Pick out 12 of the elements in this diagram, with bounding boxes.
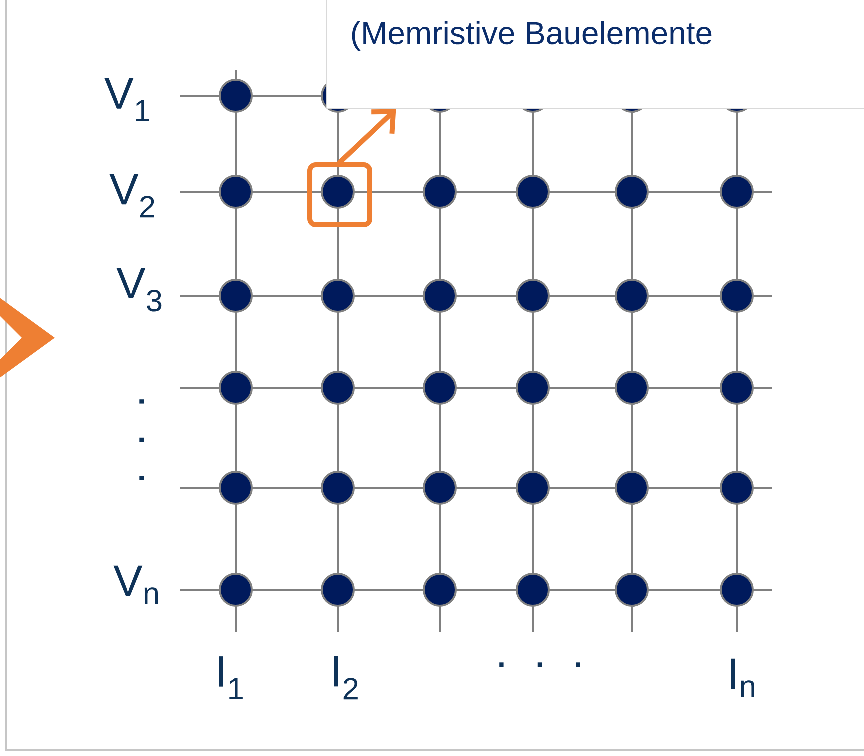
axis-label: . . . [140, 400, 144, 480]
axis-label: V$_{n}$ [114, 566, 158, 604]
axis-label: I$_{1}$ [219, 656, 243, 700]
axis-label: V$_{2}$ [110, 174, 154, 218]
axis-label: I$_{n}$ [731, 658, 754, 698]
axis-label: . . . [500, 662, 580, 668]
highlight-box [308, 162, 372, 228]
axis-label: V$_{3}$ [116, 268, 162, 312]
axis-label: V$_{1}$ [104, 78, 150, 122]
callout-box: (Memristive Bauelemente [326, 0, 864, 110]
arrow [338, 110, 396, 165]
axis-label: I$_{2}$ [334, 656, 358, 700]
